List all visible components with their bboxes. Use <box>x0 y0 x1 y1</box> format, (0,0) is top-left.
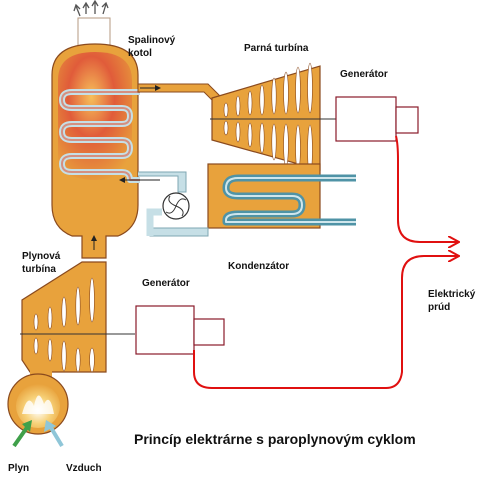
steam-turbine-label: Parná turbína <box>244 43 309 54</box>
condenser <box>207 163 356 229</box>
generator-top-label: Generátor <box>340 69 388 80</box>
feed-pump <box>162 192 190 220</box>
gas-label: Plyn <box>8 463 30 474</box>
air-label: Vzduch <box>66 463 102 474</box>
gas-turbine <box>20 261 135 373</box>
generator-steam <box>320 96 419 142</box>
gas-inlet-arrow <box>12 420 32 448</box>
boiler-label-line1: Spalinový <box>128 35 176 46</box>
boiler-label-line2: kotol <box>128 48 152 59</box>
gas-turbine-label-line2: turbína <box>22 264 56 275</box>
feed-water-pipe <box>119 171 209 237</box>
gas-turbine-label: Plynová turbína <box>22 250 60 276</box>
exhaust-stack <box>73 0 111 47</box>
wire-from-steam-generator <box>395 135 458 242</box>
generator-gas <box>135 305 225 355</box>
boiler-label: Spalinový kotol <box>128 34 175 60</box>
wire-from-gas-generator <box>193 256 458 389</box>
air-inlet-arrow <box>44 420 64 448</box>
steam-supply-pipe <box>137 83 223 103</box>
combustion-chamber <box>7 368 69 435</box>
heat-recovery-boiler <box>51 43 140 259</box>
steam-turbine <box>210 62 335 176</box>
diagram-caption: Princíp elektrárne s paroplynovým cyklom <box>134 431 416 447</box>
electric-output-wires <box>193 135 458 389</box>
gas-turbine-label-line1: Plynová <box>22 251 61 262</box>
current-label-line2: prúd <box>428 302 451 313</box>
condenser-label: Kondenzátor <box>228 261 290 272</box>
current-label: Elektrický prúd <box>428 288 475 314</box>
current-label-line1: Elektrický <box>428 289 476 300</box>
generator-bottom-label: Generátor <box>142 278 190 289</box>
